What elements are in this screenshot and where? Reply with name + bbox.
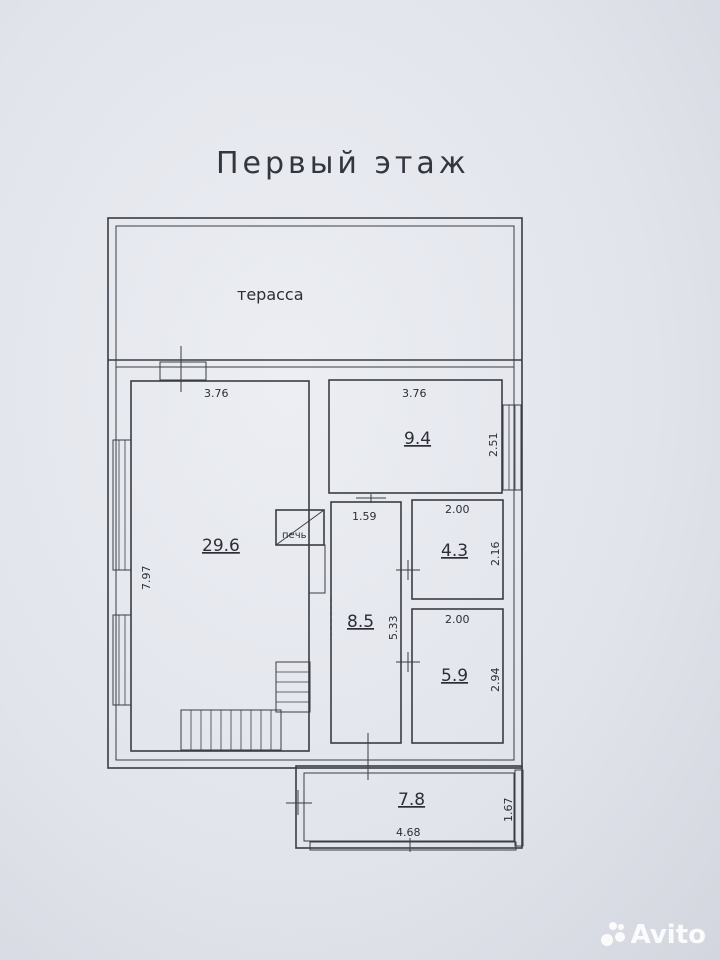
room-small-top-area: 4.3 bbox=[441, 541, 468, 561]
avito-logo-icon bbox=[600, 922, 627, 948]
room-vestibule-wall bbox=[295, 765, 523, 849]
window-left-2 bbox=[112, 614, 132, 706]
room-small-top-wall bbox=[411, 499, 504, 600]
room-living-wall bbox=[130, 380, 310, 752]
room-living-width: 3.76 bbox=[204, 387, 229, 400]
terrace-label: терасса bbox=[237, 285, 304, 304]
outer-wall bbox=[107, 217, 523, 769]
room-small-top-width: 2.00 bbox=[445, 503, 470, 516]
room-small-top-length: 2.16 bbox=[489, 542, 502, 567]
room-corridor-width: 1.59 bbox=[352, 510, 377, 523]
room-top-right-wall bbox=[328, 379, 503, 494]
room-corridor-length: 5.33 bbox=[387, 616, 400, 641]
stove-label: печь bbox=[282, 530, 307, 541]
window-top-left bbox=[159, 361, 207, 381]
room-small-bottom-wall bbox=[411, 608, 504, 744]
room-top-right-length: 2.51 bbox=[487, 433, 500, 458]
room-living-length: 7.97 bbox=[140, 566, 153, 591]
room-small-bottom-length: 2.94 bbox=[489, 668, 502, 693]
room-vestibule-inner bbox=[303, 772, 515, 842]
window-right bbox=[502, 404, 522, 491]
avito-watermark: Avito bbox=[600, 920, 706, 950]
room-small-bottom-width: 2.00 bbox=[445, 613, 470, 626]
room-corridor-area: 8.5 bbox=[347, 612, 374, 632]
avito-watermark-text: Avito bbox=[630, 920, 706, 950]
room-vestibule-area: 7.8 bbox=[398, 790, 425, 810]
room-top-right-area: 9.4 bbox=[404, 429, 431, 449]
staircase-upper bbox=[275, 661, 311, 713]
window-vestibule-bottom bbox=[309, 841, 517, 851]
stove bbox=[275, 509, 325, 546]
window-vestibule-right bbox=[514, 769, 524, 847]
outer-wall-inner bbox=[115, 225, 515, 761]
page-title: Первый этаж bbox=[216, 146, 470, 181]
room-vestibule-width: 4.68 bbox=[396, 826, 421, 839]
room-vestibule-length: 1.67 bbox=[502, 798, 515, 823]
room-top-right-width: 3.76 bbox=[402, 387, 427, 400]
room-living-area: 29.6 bbox=[202, 536, 240, 556]
window-left-1 bbox=[112, 439, 132, 571]
room-small-bottom-area: 5.9 bbox=[441, 666, 468, 686]
